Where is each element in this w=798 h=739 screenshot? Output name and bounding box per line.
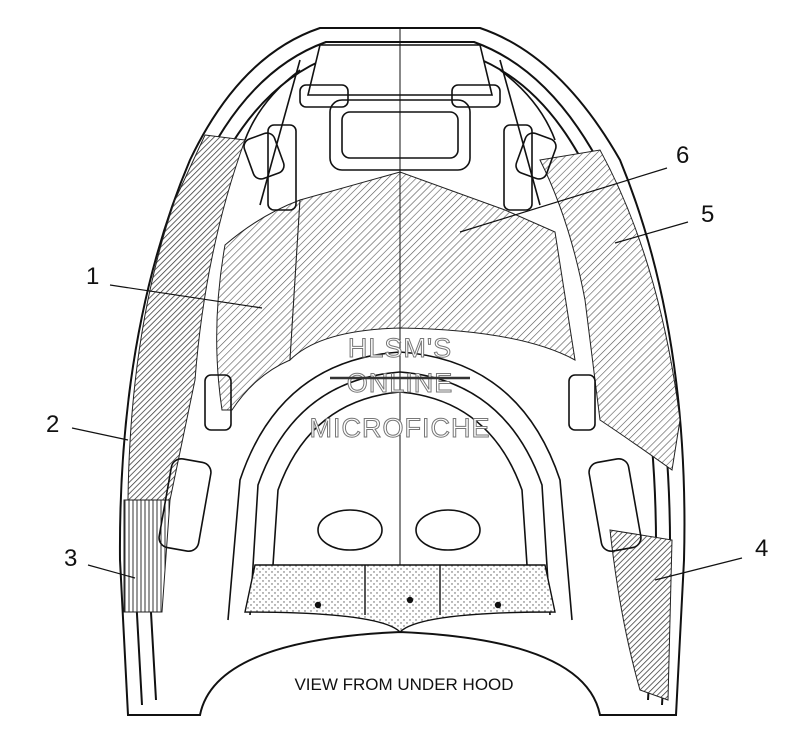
leader-4 (654, 557, 743, 581)
callout-5: 5 (701, 201, 714, 228)
decal-panel-4 (609, 529, 673, 701)
callout-leaders (71, 167, 743, 581)
callout-4: 4 (755, 535, 768, 562)
leader-6 (459, 167, 668, 233)
callout-2: 2 (46, 411, 59, 438)
leader-5 (614, 221, 689, 244)
view-caption: VIEW FROM UNDER HOOD (294, 675, 513, 694)
svg-text:HLSM'S: HLSM'S (348, 333, 452, 363)
decal-panel-1 (216, 199, 301, 411)
callout-3: 3 (64, 545, 77, 572)
svg-text:MICROFICHE: MICROFICHE (310, 413, 491, 443)
leader-2 (71, 427, 129, 441)
svg-text:ONLINE: ONLINE (347, 368, 454, 398)
watermark: HLSM'S ONLINE MICROFICHE (309, 333, 491, 444)
leader-3 (87, 564, 136, 579)
decal-panels (123, 134, 681, 701)
hood-structure (158, 28, 642, 621)
leader-1 (109, 284, 263, 309)
insulation-panel (244, 564, 556, 633)
callout-labels: 1 2 3 4 5 6 (46, 142, 768, 572)
callout-1: 1 (86, 263, 99, 290)
callout-6: 6 (676, 142, 689, 169)
